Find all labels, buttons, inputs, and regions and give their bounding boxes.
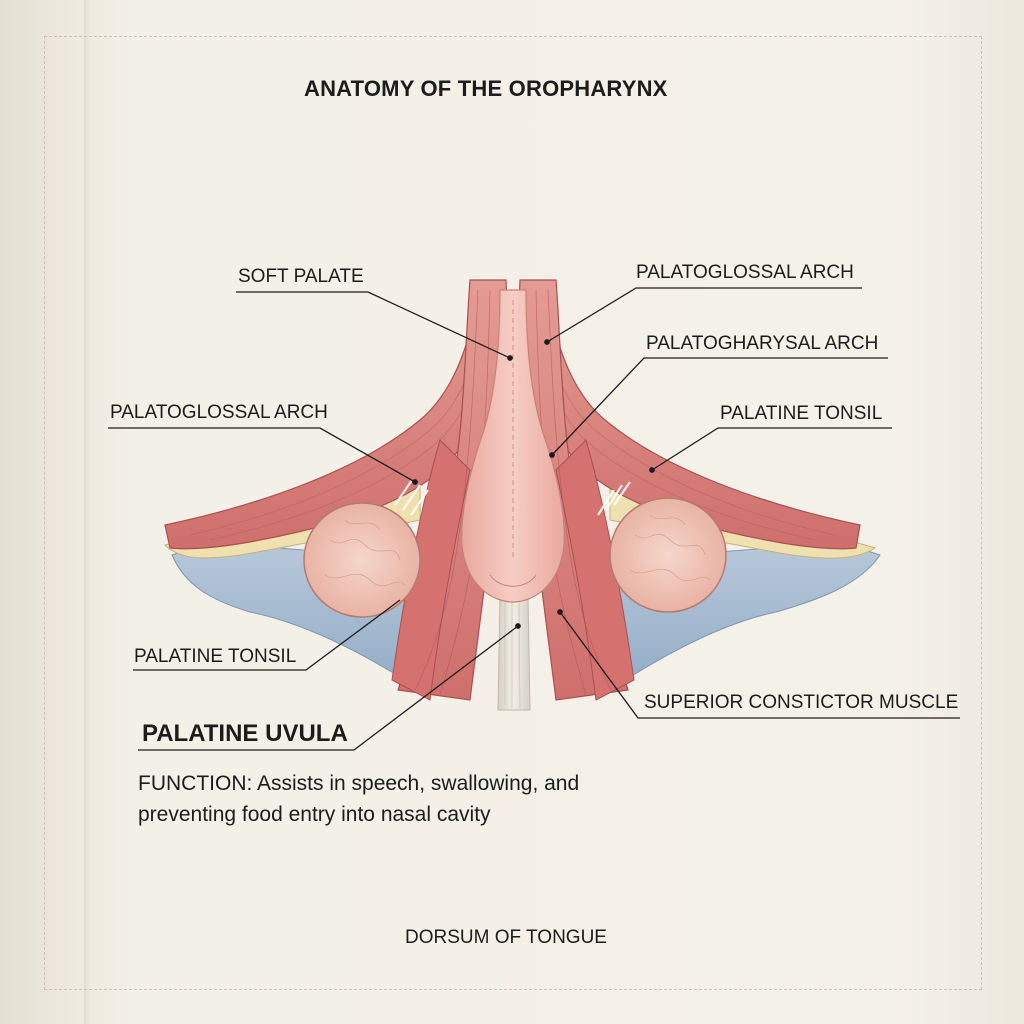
leader-soft-palate	[236, 291, 511, 359]
label-palatopharyngeal-arch-right: PALATOGHARYSAL ARCH	[646, 333, 879, 354]
dashed-frame	[44, 36, 982, 990]
label-palatine-tonsil-left: PALATINE TONSIL	[134, 646, 297, 667]
leader-superior-constrictor	[559, 611, 960, 719]
book-binding-shadow	[84, 0, 90, 1024]
label-palatine-uvula: PALATINE UVULA	[142, 720, 348, 747]
leader-palatoglossal-left	[108, 427, 416, 483]
leader-palatopharyngeal-right	[551, 357, 888, 456]
label-palatoglossal-arch-right: PALATOGLOSSAL ARCH	[636, 262, 854, 283]
right-palatopharyngeal-band	[555, 439, 635, 701]
label-dorsum-of-tongue: DORSUM OF TONGUE	[405, 927, 607, 948]
label-palatine-tonsil-right: PALATINE TONSIL	[720, 403, 883, 424]
label-palatoglossal-arch-left: PALATOGLOSSAL ARCH	[110, 402, 328, 423]
left-tonsil	[303, 502, 421, 618]
left-palatopharyngeal-band	[391, 439, 471, 701]
diagram-title: ANATOMY OF THE OROPHARYNX	[304, 76, 668, 101]
right-tonsil	[609, 497, 727, 613]
leader-palatoglossal-right	[546, 287, 862, 343]
leader-tonsil-left	[133, 599, 401, 671]
label-superior-constrictor: SUPERIOR CONSTICTOR MUSCLE	[644, 692, 959, 713]
label-soft-palate: SOFT PALATE	[238, 266, 364, 287]
leader-lines	[108, 287, 960, 751]
leader-uvula	[138, 625, 519, 751]
function-description: FUNCTION: Assists in speech, swallowing,…	[138, 772, 580, 826]
median-raphe	[497, 594, 531, 711]
leader-tonsil-right	[651, 427, 892, 471]
